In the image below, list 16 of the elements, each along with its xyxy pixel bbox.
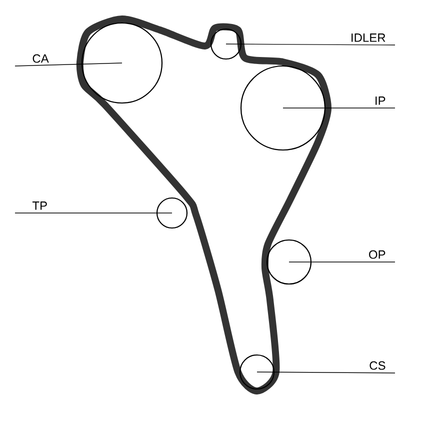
pulley <box>156 197 188 229</box>
pulley <box>266 239 312 285</box>
part-label: CA <box>32 54 49 63</box>
pulley <box>210 28 242 60</box>
part-label: CS <box>370 361 386 370</box>
leader-line <box>14 212 172 214</box>
part-label: TP <box>32 202 47 210</box>
leader-line <box>226 44 396 46</box>
part-label: OP <box>369 250 386 259</box>
part-label: IDLER <box>352 34 386 42</box>
part-label: IP <box>376 96 386 105</box>
leader-line <box>14 62 122 66</box>
pulley <box>81 22 163 104</box>
pulley <box>239 354 275 390</box>
pulley <box>240 65 326 151</box>
leader-line <box>256 372 396 374</box>
